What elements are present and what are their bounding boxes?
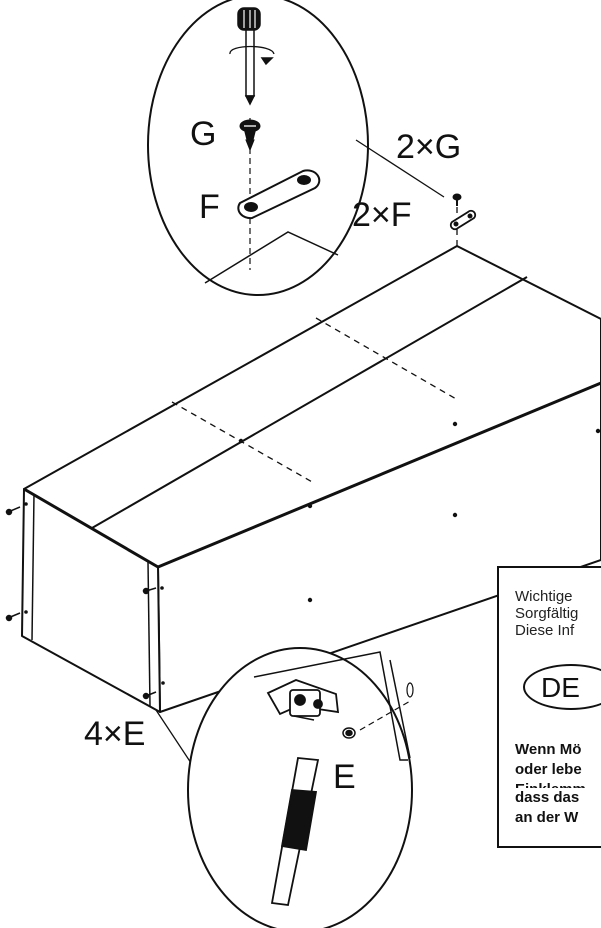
- screw-icon: [239, 119, 261, 152]
- safety-notice: Wichtige Sorgfältig Diese Inf DE Wenn Mö…: [497, 566, 601, 790]
- hammer-icon: [266, 679, 340, 906]
- notice-warning-line: an der W: [515, 809, 579, 826]
- part-label-g: G: [190, 115, 216, 153]
- language-code: DE: [541, 672, 580, 703]
- nail-icon: [5, 506, 157, 700]
- notice-warning-line: Einklemm: [515, 781, 586, 790]
- board-seam: [91, 276, 528, 529]
- safety-notice-continued: dass das an der W: [497, 788, 601, 848]
- detail-callout-bottom: [155, 647, 414, 928]
- quantity-label-g: 2×G: [396, 128, 461, 166]
- quantity-label-e: 4×E: [84, 715, 145, 753]
- part-label-f: F: [199, 188, 220, 226]
- notice-line: Diese Inf: [515, 622, 575, 639]
- notice-line: Sorgfältig: [515, 605, 579, 622]
- notice-warning-line: dass das: [515, 789, 580, 806]
- notice-warning-line: oder lebe: [515, 761, 582, 778]
- screwdriver-icon: [229, 7, 275, 106]
- language-badge: DE: [523, 664, 601, 710]
- detail-callout-top: [147, 0, 445, 296]
- notice-line: Wichtige: [515, 588, 573, 605]
- mounting-holes: [24, 421, 601, 685]
- nail-icon: [342, 727, 356, 739]
- part-label-e: E: [333, 758, 356, 796]
- bracket-icon: [237, 169, 321, 220]
- board-seam: [23, 487, 159, 569]
- cabinet-illustration: [5, 200, 601, 713]
- leader-line: [355, 139, 445, 198]
- notice-warning-line: Wenn Mö: [515, 741, 582, 758]
- quantity-label-f: 2×F: [352, 196, 412, 234]
- small-screw-icon: [452, 193, 462, 206]
- leader-line: [155, 709, 194, 767]
- small-bracket-icon: [449, 209, 477, 231]
